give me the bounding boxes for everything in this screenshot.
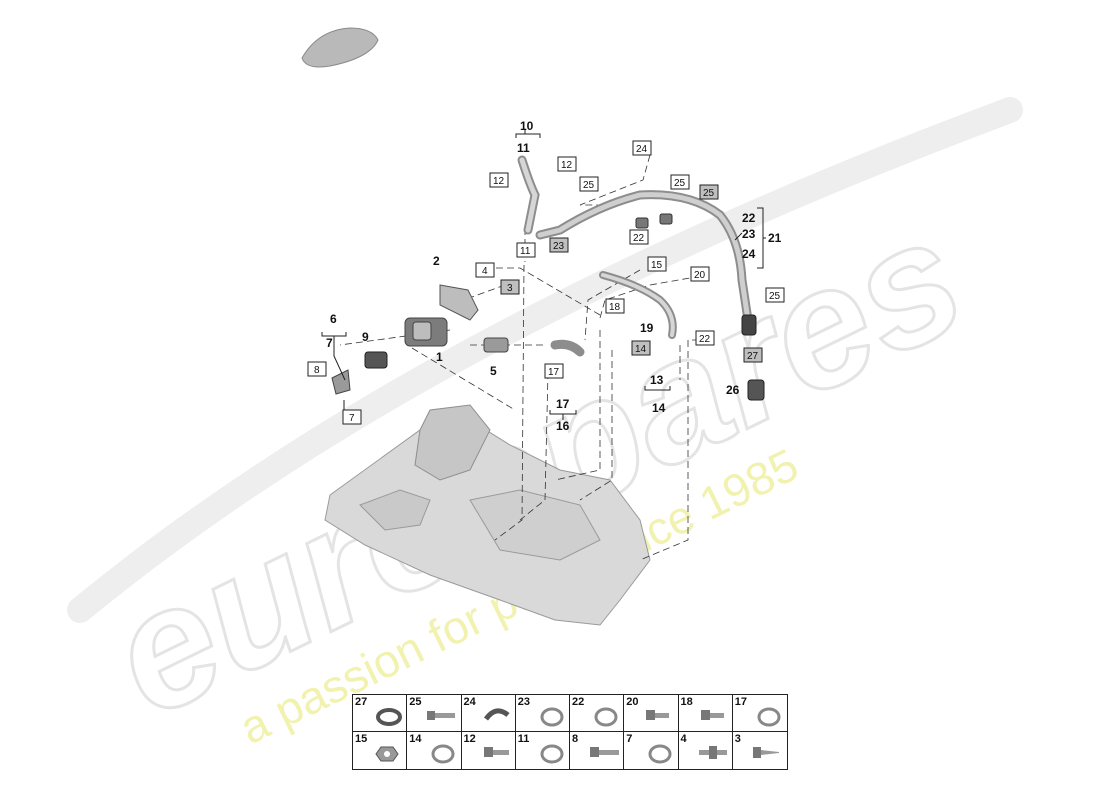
- callout-15: 15: [651, 260, 663, 271]
- legend-cell[interactable]: 24: [461, 695, 516, 732]
- bolt-icon: [700, 710, 724, 720]
- legend-cell[interactable]: 17: [732, 695, 787, 732]
- callout-7-box: 7: [349, 413, 355, 424]
- legend-cell[interactable]: 20: [624, 695, 679, 732]
- leader-lines: [339, 154, 746, 561]
- pump-assembly: [331, 213, 765, 401]
- callout-25-c: 25: [703, 188, 715, 199]
- callout-1: 1: [436, 350, 443, 364]
- callout-24-group: 24: [742, 247, 756, 261]
- callout-17-box: 17: [548, 367, 560, 378]
- callout-16: 16: [556, 419, 570, 433]
- hose-clamp-icon: [376, 708, 402, 726]
- callout-22-c: 22: [699, 334, 711, 345]
- legend-number: 11: [517, 733, 530, 745]
- callout-9: 9: [362, 330, 369, 344]
- legend-cell[interactable]: 3: [733, 732, 787, 769]
- callout-22-group: 22: [742, 211, 756, 225]
- bolt-icon: [483, 747, 509, 757]
- legend-number: 23: [517, 696, 530, 708]
- legend-cell[interactable]: 25: [407, 695, 462, 732]
- o-ring-icon: [540, 707, 564, 727]
- callout-23: 23: [553, 241, 565, 252]
- legend-number: 14: [409, 733, 422, 745]
- legend-cell[interactable]: 11: [516, 732, 570, 769]
- legend-number: 25: [409, 696, 422, 708]
- callout-18: 18: [609, 302, 621, 313]
- callout-2: 2: [433, 254, 440, 268]
- callout-5: 5: [490, 364, 497, 378]
- callout-6: 6: [330, 312, 337, 326]
- callout-10: 10: [520, 119, 534, 133]
- callout-4: 4: [482, 266, 488, 277]
- coolant-pipes: [517, 155, 753, 357]
- callout-12-left: 12: [493, 176, 505, 187]
- parts-legend: 27 25 24 23 22 20 18 17 15 14 12 11 8 7 …: [352, 694, 788, 770]
- legend-number: 20: [626, 696, 639, 708]
- callout-26: 26: [726, 383, 740, 397]
- callout-8: 8: [314, 365, 320, 376]
- car-thumbnail-icon: [301, 27, 379, 68]
- o-ring-icon: [757, 707, 781, 727]
- o-ring-icon: [540, 744, 564, 764]
- callout-19: 19: [640, 321, 654, 335]
- legend-number: 4: [680, 733, 687, 745]
- callout-20: 20: [694, 270, 706, 281]
- o-ring-icon: [648, 744, 672, 764]
- callout-24-top: 24: [636, 144, 648, 155]
- screw-icon: [752, 747, 779, 758]
- callout-25-b: 25: [674, 178, 686, 189]
- callout-3: 3: [507, 283, 513, 294]
- legend-number: 15: [355, 733, 368, 745]
- legend-number: 7: [626, 733, 633, 745]
- legend-number: 3: [734, 733, 741, 745]
- callout-23-group: 23: [742, 227, 756, 241]
- legend-cell[interactable]: 8: [570, 732, 625, 769]
- callout-12-right: 12: [561, 160, 573, 171]
- callout-11-box: 11: [520, 246, 531, 257]
- legend-cell[interactable]: 22: [570, 695, 625, 732]
- legend-number: 18: [680, 696, 693, 708]
- callout-7: 7: [326, 336, 333, 350]
- callout-17: 17: [556, 397, 570, 411]
- engine-block: [324, 404, 651, 626]
- callout-brackets: [321, 130, 766, 420]
- legend-number: 17: [734, 696, 747, 708]
- callout-13: 13: [650, 373, 664, 387]
- legend-cell[interactable]: 7: [624, 732, 679, 769]
- callout-27: 27: [747, 351, 759, 362]
- callout-25-d: 25: [769, 291, 781, 302]
- callout-14-box: 14: [635, 344, 647, 355]
- nut-icon: [375, 746, 399, 762]
- o-ring-icon: [431, 744, 455, 764]
- callout-25-a: 25: [583, 180, 595, 191]
- callout-labels: 10 11 12 12 11 24 25 25 25 23 22 22 23 2…: [307, 119, 785, 433]
- legend-number: 22: [572, 696, 585, 708]
- stud-bolt-icon: [698, 746, 727, 759]
- legend-cell[interactable]: 23: [515, 695, 570, 732]
- legend-cell[interactable]: 12: [462, 732, 516, 769]
- legend-cell[interactable]: 4: [679, 732, 733, 769]
- bolt-icon: [427, 711, 456, 720]
- legend-cell[interactable]: 18: [678, 695, 733, 732]
- o-ring-icon: [594, 707, 618, 727]
- legend-cell[interactable]: 14: [407, 732, 462, 769]
- legend-cell[interactable]: 27: [353, 695, 408, 732]
- bolt-icon: [646, 710, 670, 720]
- callout-21: 21: [768, 231, 782, 245]
- callout-14: 14: [652, 401, 666, 415]
- bolt-icon: [590, 747, 619, 757]
- callout-11: 11: [517, 141, 530, 155]
- legend-number: 12: [463, 733, 476, 745]
- callout-22-a: 22: [633, 233, 645, 244]
- clip-icon: [483, 708, 510, 721]
- legend-cell[interactable]: 15: [353, 732, 408, 769]
- legend-number: 8: [572, 733, 579, 745]
- legend-number: 24: [463, 696, 476, 708]
- legend-number: 27: [355, 696, 368, 708]
